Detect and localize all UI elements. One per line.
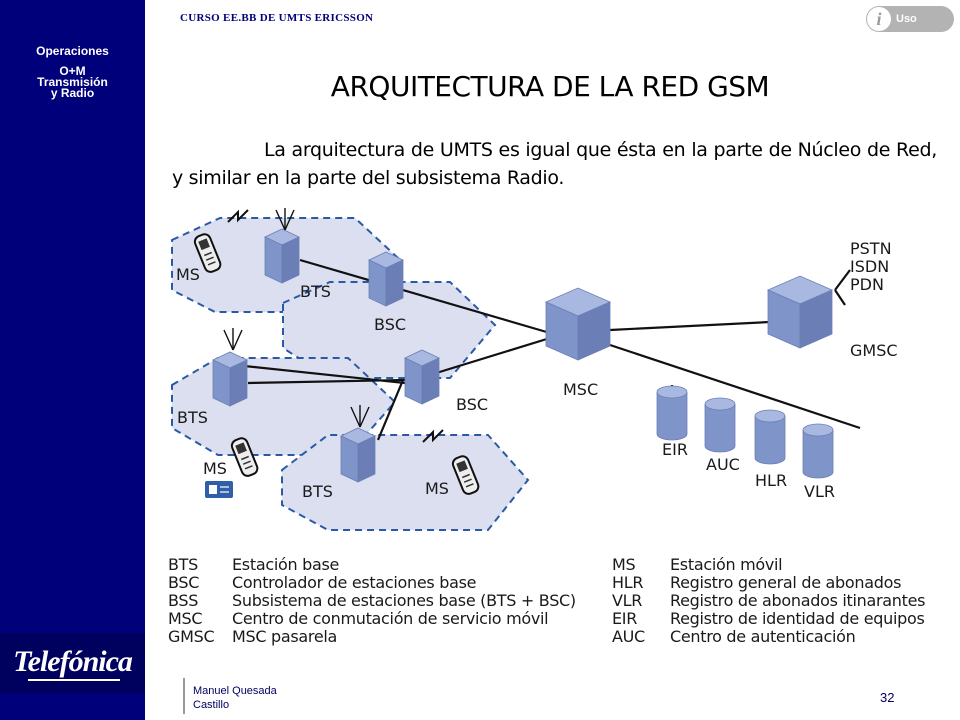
logo-band: Telefónica bbox=[0, 633, 145, 693]
antenna-icon-2 bbox=[223, 327, 243, 351]
diagram-labels: MS BTS BSC BTS BSC MS BTS MS MSC GMSC PS… bbox=[176, 239, 898, 501]
bts-node-2 bbox=[212, 351, 248, 407]
footer-divider bbox=[183, 678, 185, 714]
label-bts-2: BTS bbox=[177, 408, 208, 427]
legend-abbr: MS bbox=[612, 555, 636, 574]
legend-desc: Subsistema de estaciones base (BTS + BSC… bbox=[232, 591, 576, 610]
legend-desc: Estación base bbox=[232, 555, 340, 574]
label-auc: AUC bbox=[706, 455, 740, 474]
bts-node-3 bbox=[340, 427, 376, 483]
legend-abbr: BSC bbox=[168, 573, 200, 592]
classification-badge: i Uso Interno bbox=[866, 6, 954, 51]
legend-row: MS Estación móvil bbox=[612, 556, 942, 574]
sim-card-icon bbox=[205, 481, 233, 498]
sidebar-section-operaciones: Operaciones bbox=[36, 44, 109, 58]
legend-abbr: HLR bbox=[612, 573, 644, 592]
legend-abbr: GMSC bbox=[168, 627, 215, 646]
author-line-2: Castillo bbox=[193, 699, 230, 711]
sidebar-section-radio: y Radio bbox=[50, 86, 95, 100]
intro-paragraph: La arquitectura de UMTS es igual que ést… bbox=[172, 139, 937, 189]
info-icon: i bbox=[867, 7, 891, 31]
legend-row: BTS Estación base bbox=[168, 556, 608, 574]
legend-row: BSC Controlador de estaciones base bbox=[168, 574, 608, 592]
msc-node bbox=[545, 287, 611, 361]
gsm-network-diagram: MS BTS BSC BTS BSC MS BTS MS MSC GMSC PS… bbox=[171, 207, 898, 531]
gmsc-node bbox=[767, 275, 833, 349]
legend-row: MSC Centro de conmutación de servicio móv… bbox=[168, 610, 608, 628]
label-bts-1: BTS bbox=[300, 282, 331, 301]
legend-desc: Centro de autenticación bbox=[670, 627, 856, 646]
label-eir: EIR bbox=[662, 440, 688, 459]
telefonica-logo: Telefónica bbox=[13, 645, 133, 678]
label-vlr: VLR bbox=[804, 482, 835, 501]
sidebar-section-om: O+M bbox=[59, 64, 86, 78]
sidebar: Operaciones O+M Transmisión y Radio Tele… bbox=[0, 0, 145, 720]
slide-title: ARQUITECTURA DE LA RED GSM bbox=[330, 70, 770, 103]
auc-database-icon bbox=[704, 397, 736, 453]
legend-row: HLR Registro general de abonados bbox=[612, 574, 942, 592]
legend-desc: Centro de conmutación de servicio móvil bbox=[232, 609, 549, 628]
vlr-database-icon bbox=[802, 423, 834, 479]
legend-desc: Estación móvil bbox=[670, 555, 783, 574]
author-line-1: Manuel Quesada bbox=[193, 685, 277, 697]
label-ms-3: MS bbox=[425, 479, 449, 498]
legend-abbr: BTS bbox=[168, 555, 199, 574]
legend-abbr: VLR bbox=[612, 591, 643, 610]
cell-2 bbox=[282, 281, 497, 379]
label-bsc-1: BSC bbox=[374, 315, 406, 334]
label-bsc-2: BSC bbox=[456, 395, 488, 414]
legend-abbr: BSS bbox=[168, 591, 199, 610]
label-pstn: PSTN bbox=[850, 239, 892, 258]
hlr-database-icon bbox=[754, 409, 786, 465]
legend-desc: Registro de identidad de equipos bbox=[670, 609, 925, 628]
legend-row: AUC Centro de autenticación bbox=[612, 628, 942, 646]
page-number: 32 bbox=[880, 690, 895, 705]
legend-desc: Registro de abonados itinarantes bbox=[670, 591, 926, 610]
legend-abbr: EIR bbox=[612, 609, 638, 628]
legend-left: BTS Estación base BSC Controlador de estac… bbox=[168, 556, 608, 646]
legend-row: VLR Registro de abonados itinarantes bbox=[612, 592, 942, 610]
sidebar-section-transmision: Transmisión bbox=[37, 75, 108, 89]
label-msc: MSC bbox=[563, 380, 598, 399]
legend-desc: MSC pasarela bbox=[232, 627, 338, 646]
label-isdn: ISDN bbox=[850, 257, 889, 276]
classification-label: Uso Interno bbox=[896, 13, 934, 51]
legend-row: EIR Registro de identidad de equipos bbox=[612, 610, 942, 628]
label-bts-3: BTS bbox=[302, 482, 333, 501]
label-pdn: PDN bbox=[850, 275, 884, 294]
bsc-node-2 bbox=[404, 349, 440, 405]
label-ms-1: MS bbox=[176, 265, 200, 284]
legend-row: GMSC MSC pasarela bbox=[168, 628, 608, 646]
label-hlr: HLR bbox=[755, 471, 787, 490]
logo-underline bbox=[28, 679, 120, 681]
label-gmsc: GMSC bbox=[850, 341, 898, 360]
bsc-node-1 bbox=[368, 251, 404, 307]
bts-node-1 bbox=[264, 228, 300, 284]
eir-database-icon bbox=[656, 385, 688, 441]
legend-abbr: AUC bbox=[612, 627, 645, 646]
legend-right: MS Estación móvil HLR Registro general de … bbox=[612, 556, 942, 646]
legend-row: BSS Subsistema de estaciones base (BTS + … bbox=[168, 592, 608, 610]
legend-desc: Controlador de estaciones base bbox=[232, 573, 477, 592]
label-ms-2: MS bbox=[203, 459, 227, 478]
author-name: Manuel Quesada Castillo bbox=[193, 684, 277, 712]
legend-abbr: MSC bbox=[168, 609, 203, 628]
legend-desc: Registro general de abonados bbox=[670, 573, 902, 592]
course-title: CURSO EE.BB DE UMTS ERICSSON bbox=[180, 12, 374, 24]
